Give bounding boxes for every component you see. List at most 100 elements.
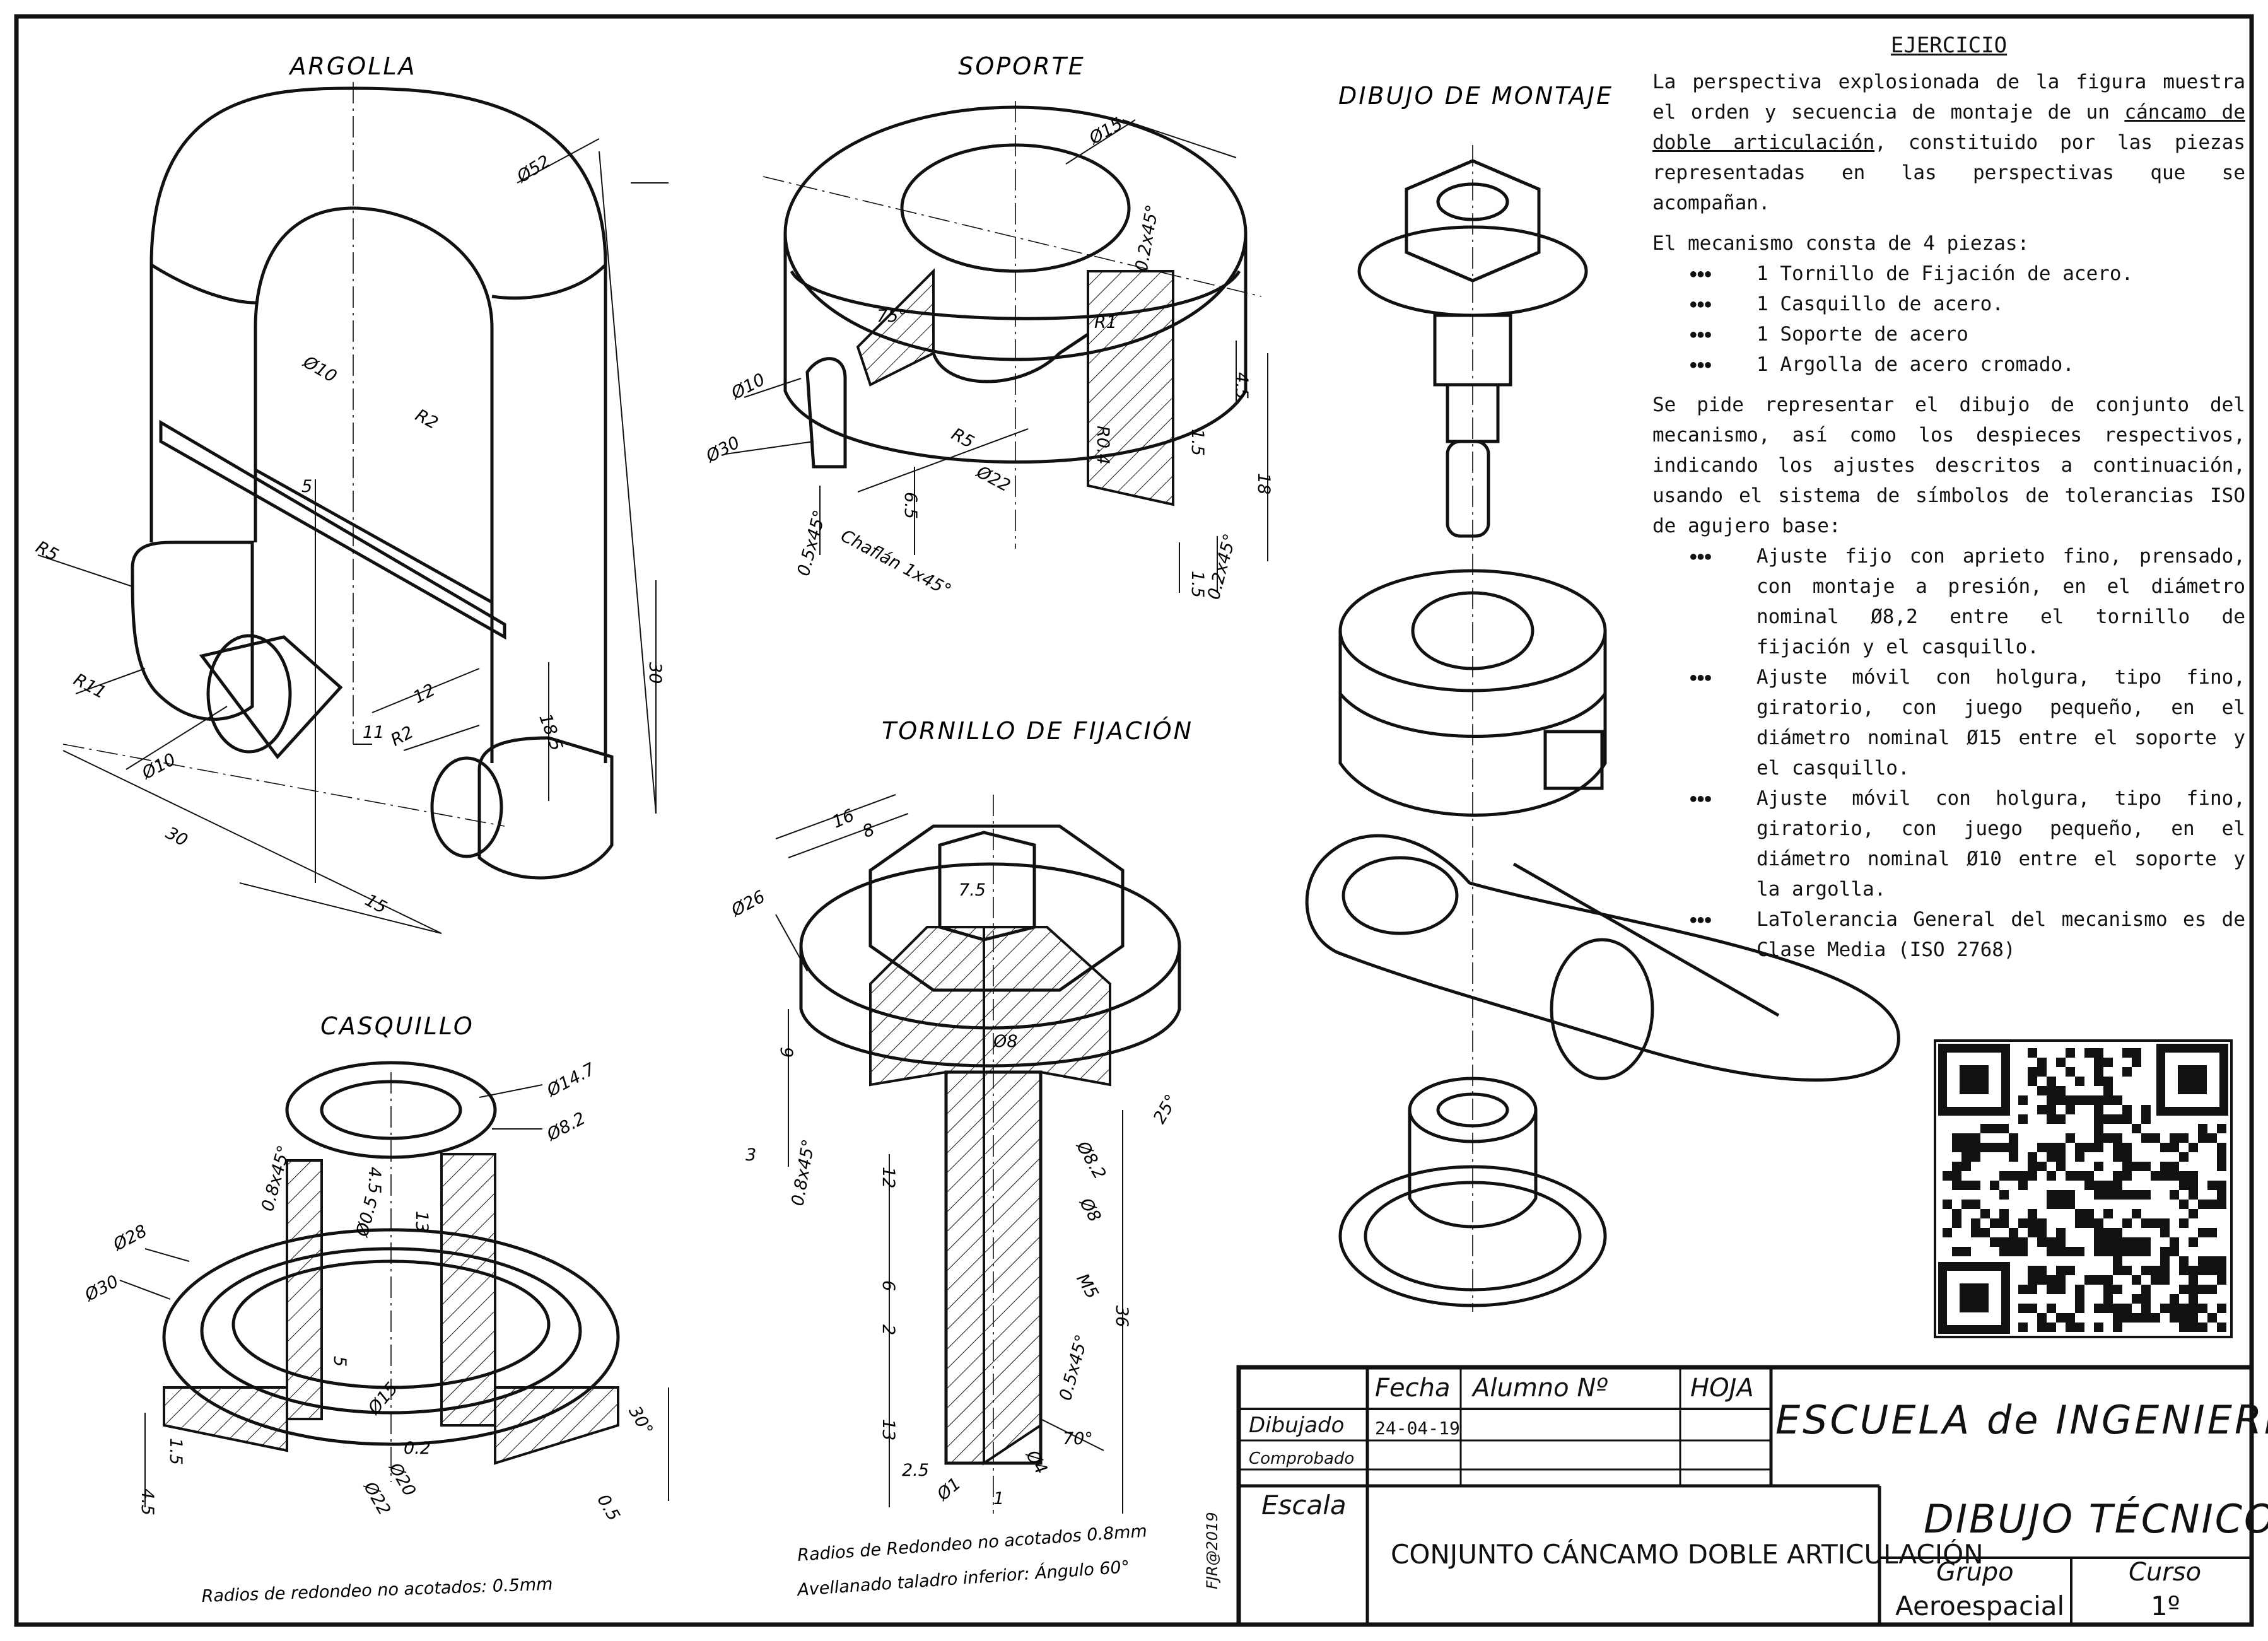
qr-module xyxy=(2037,1313,2047,1323)
qr-module xyxy=(2103,1304,2113,1313)
fit-item: Ajuste fijo con aprieto fino, prensado, … xyxy=(1690,541,2245,662)
soporte-dim: 0.2x45° xyxy=(1131,203,1162,273)
author-stamp: FJR@2019 xyxy=(1203,1512,1221,1589)
qr-module xyxy=(2198,1133,2207,1143)
qr-module xyxy=(2094,1095,2103,1105)
qr-module xyxy=(1952,1133,1961,1143)
qr-code xyxy=(1934,1039,2233,1338)
qr-module xyxy=(1961,1162,1971,1171)
qr-module xyxy=(2141,1266,2151,1275)
qr-module xyxy=(2122,1266,2132,1275)
tornillo-dim: 0.8x45° xyxy=(788,1138,819,1208)
qr-module xyxy=(2056,1237,2066,1247)
qr-module xyxy=(2141,1162,2151,1171)
casquillo-dim: 13 xyxy=(412,1211,431,1232)
tornillo-note: Radios de Redondeo no acotados 0.8mm xyxy=(797,1521,1147,1565)
qr-module xyxy=(2066,1200,2075,1209)
qr-module xyxy=(2217,1190,2226,1200)
qr-module xyxy=(2179,1285,2189,1294)
qr-module xyxy=(1980,1124,1990,1133)
qr-module xyxy=(2113,1095,2122,1105)
casquillo-section-left xyxy=(286,1159,323,1420)
qr-module xyxy=(2103,1095,2113,1105)
qr-module xyxy=(2189,1313,2198,1323)
qr-module xyxy=(2160,1218,2170,1228)
qr-module xyxy=(2151,1218,2160,1228)
qr-module xyxy=(2066,1133,2075,1143)
qr-module xyxy=(1999,1124,2009,1133)
qr-module xyxy=(1971,1218,1980,1228)
qr-module xyxy=(2179,1171,2189,1181)
tornillo-dim: Ø1 xyxy=(933,1474,964,1505)
soporte-dim: Ø15 xyxy=(1085,114,1126,149)
qr-module xyxy=(2103,1237,2113,1247)
qr-module xyxy=(2113,1228,2122,1237)
qr-module xyxy=(2066,1095,2075,1105)
qr-module xyxy=(2037,1218,2047,1228)
qr-module xyxy=(2122,1247,2132,1256)
qr-module xyxy=(1971,1143,1980,1152)
casquillo-dim: Ø20 xyxy=(385,1459,419,1500)
qr-module xyxy=(2028,1067,2037,1077)
qr-module xyxy=(1961,1143,1971,1152)
qr-module xyxy=(2094,1105,2103,1114)
qr-module xyxy=(2094,1323,2103,1332)
qr-module xyxy=(2189,1304,2198,1313)
qr-module xyxy=(2075,1285,2084,1294)
qr-module xyxy=(2141,1105,2151,1114)
casquillo-dim: Ø8.2 xyxy=(543,1109,588,1145)
qr-module xyxy=(2132,1162,2141,1171)
exercise-heading: EJERCICIO xyxy=(1890,33,2008,58)
argolla-dim: 18.5 xyxy=(535,711,566,754)
qr-module xyxy=(2122,1152,2132,1162)
casquillo-dim: 0.5 xyxy=(593,1491,623,1524)
qr-module xyxy=(2170,1133,2179,1143)
qr-module xyxy=(2189,1171,2198,1181)
qr-module xyxy=(2094,1143,2103,1152)
tornillo-view: TORNILLO DE FIJACIÓN 16 8 Ø26 7.5 Ø8 9 3… xyxy=(728,717,1191,1600)
hoja-label: HOJA xyxy=(1690,1374,1754,1403)
argolla-inner-bow xyxy=(254,206,494,763)
qr-module xyxy=(2170,1294,2179,1304)
qr-module xyxy=(2018,1218,2028,1228)
qr-module xyxy=(2189,1237,2198,1247)
casquillo-note: Radios de redondeo no acotados: 0.5mm xyxy=(201,1575,553,1606)
qr-module xyxy=(2170,1247,2179,1256)
argolla-dim: R2 xyxy=(388,722,417,750)
montaje-base-flange xyxy=(1338,1165,1607,1307)
qr-module xyxy=(2084,1181,2094,1190)
qr-module xyxy=(2047,1086,2056,1095)
title-block-grid xyxy=(1236,1365,2254,1627)
qr-module xyxy=(2122,1067,2132,1077)
qr-module xyxy=(2122,1171,2132,1181)
qr-module xyxy=(2084,1275,2094,1285)
qr-module xyxy=(2075,1304,2084,1313)
qr-module xyxy=(2141,1114,2151,1124)
qr-module xyxy=(2075,1077,2084,1086)
casquillo-dim: 30° xyxy=(624,1403,657,1439)
qr-module xyxy=(2009,1152,2018,1162)
argolla-dim: 12 xyxy=(410,680,438,708)
qr-module xyxy=(2189,1275,2198,1285)
qr-module xyxy=(2047,1275,2056,1285)
qr-module xyxy=(2207,1313,2217,1323)
qr-module xyxy=(2113,1143,2122,1152)
argolla-right-end xyxy=(477,736,614,880)
qr-module xyxy=(2198,1228,2207,1237)
qr-module xyxy=(2151,1266,2160,1275)
qr-module xyxy=(2132,1124,2141,1133)
qr-module xyxy=(2066,1067,2075,1077)
tornillo-dim: Ø8 xyxy=(1075,1194,1105,1225)
qr-module xyxy=(2198,1256,2207,1266)
qr-module xyxy=(1952,1162,1961,1171)
tornillo-note: Avellanado taladro inferior: Ángulo 60° xyxy=(795,1556,1130,1600)
qr-module xyxy=(2047,1304,2056,1313)
argolla-dim: 30 xyxy=(163,823,191,851)
pieces-list: 1 Tornillo de Fijación de acero. 1 Casqu… xyxy=(1652,259,2245,380)
qr-module xyxy=(1971,1228,1980,1237)
qr-module xyxy=(2094,1304,2103,1313)
qr-module xyxy=(1999,1143,2009,1152)
soporte-title: SOPORTE xyxy=(958,52,1085,80)
tornillo-dim: 36 xyxy=(1112,1305,1131,1327)
